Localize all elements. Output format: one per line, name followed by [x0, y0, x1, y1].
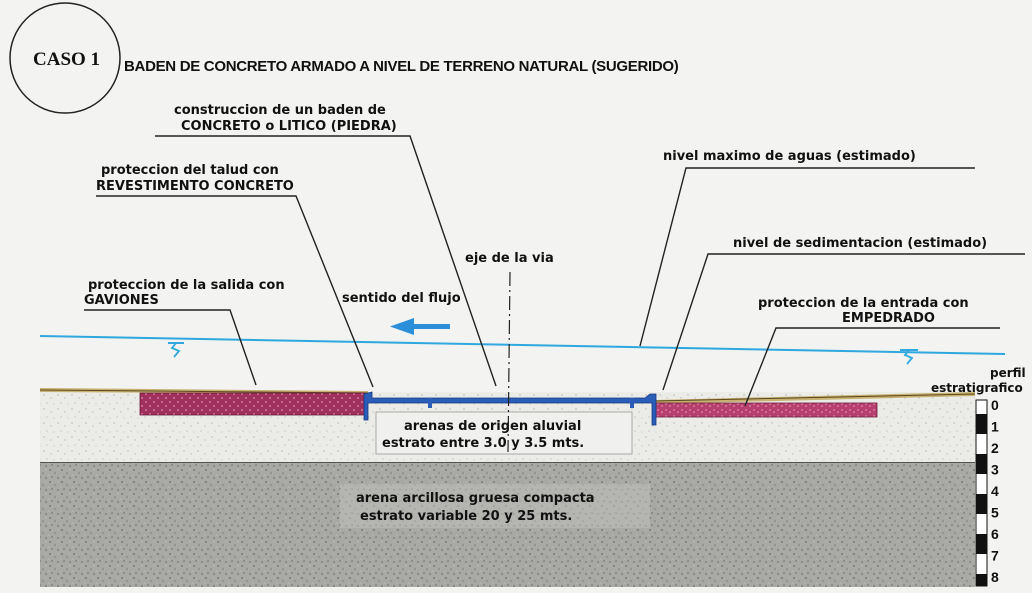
max-water-callout: nivel maximo de aguas (estimado): [663, 149, 916, 164]
entry-protection-line1: proteccion de la entrada con: [758, 296, 969, 311]
scale-tick-label: 4: [991, 483, 999, 499]
leader-lines: [84, 135, 1025, 407]
road-axis: [507, 271, 511, 453]
lower-stratum-label-box: [340, 484, 650, 528]
flow-direction-label: sentido del flujo: [342, 291, 461, 306]
scale-tick-label: 1: [991, 419, 999, 435]
empedrado-protection: [654, 402, 878, 418]
scale-tick-label: 0: [991, 397, 999, 413]
profile-label-line2: estratigrafico: [931, 381, 1023, 395]
gabion-protection: [139, 392, 366, 416]
upper-stratum-line2: estrato entre 3.0 y 3.5 mts.: [382, 436, 584, 451]
stratigraphic-scale: 0 1 2 3 4 5 6 7 8: [975, 397, 999, 587]
scale-tick-label: 3: [991, 462, 999, 478]
exit-protection-line1: proteccion de la salida con: [88, 278, 285, 293]
talud-callout-line1: proteccion del talud con: [101, 163, 279, 178]
max-water-level-line: [39, 335, 1006, 355]
sedimentation-callout: nivel de sedimentacion (estimado): [733, 236, 987, 251]
exit-protection-line2: GAVIONES: [84, 293, 159, 308]
water-level-symbol-right: [900, 349, 918, 365]
profile-label-line1: perfil: [990, 366, 1026, 380]
scale-tick-label: 2: [991, 440, 999, 456]
case-label: CASO 1: [33, 49, 100, 70]
upper-stratum-label-box: [375, 411, 633, 455]
flow-direction-arrow: [390, 318, 450, 335]
scale-tick-label: 8: [991, 569, 999, 585]
talud-callout-line2: REVESTIMENTO CONCRETO: [96, 179, 294, 194]
entry-protection-line2: EMPEDRADO: [842, 311, 935, 326]
concrete-baden: [363, 391, 657, 426]
water-level-symbol-left: [168, 342, 184, 358]
diagram-title: BADEN DE CONCRETO ARMADO A NIVEL DE TERR…: [124, 58, 679, 75]
upper-stratum-line1: arenas de origen aluvial: [404, 419, 581, 434]
road-axis-callout: eje de la via: [465, 251, 554, 266]
case-badge: CASO 1: [9, 2, 121, 114]
baden-callout-line2: CONCRETO o LITICO (PIEDRA): [181, 119, 397, 134]
scale-tick-label: 5: [991, 505, 999, 521]
lower-stratum-line1: arena arcillosa gruesa compacta: [356, 491, 595, 506]
scale-tick-label: 7: [991, 548, 999, 564]
baden-callout-line1: construccion de un baden de: [174, 103, 386, 118]
scale-tick-label: 6: [991, 526, 999, 542]
lower-stratum-line2: estrato variable 20 y 25 mts.: [360, 509, 572, 524]
